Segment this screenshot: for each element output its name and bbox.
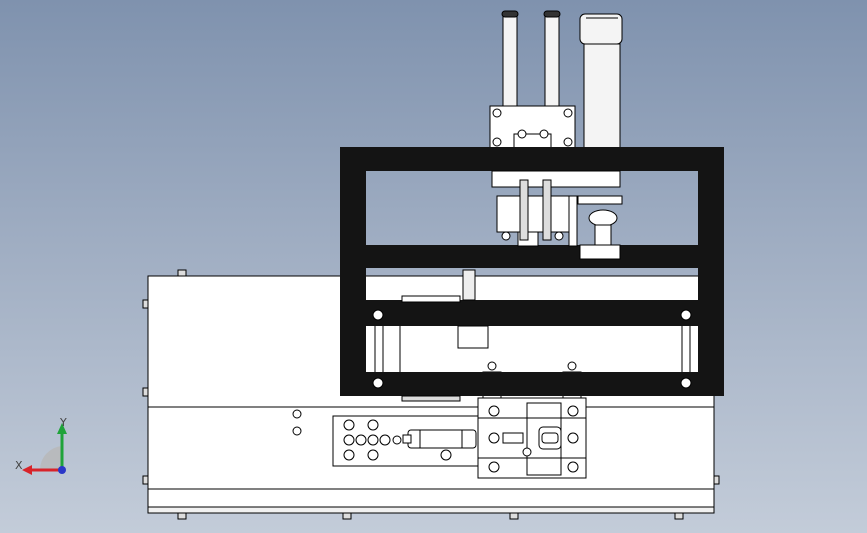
sensor-plate	[332, 415, 480, 467]
lift-carriage	[374, 170, 691, 402]
triad-y-label: Y	[59, 416, 67, 429]
coordinate-triad: Y X	[15, 416, 67, 475]
servo-motor	[579, 13, 623, 149]
rod-mount-plate	[489, 105, 576, 149]
guide-rods	[501, 10, 561, 115]
triad-x-label: X	[15, 459, 23, 472]
frame-bolts	[372, 309, 692, 389]
